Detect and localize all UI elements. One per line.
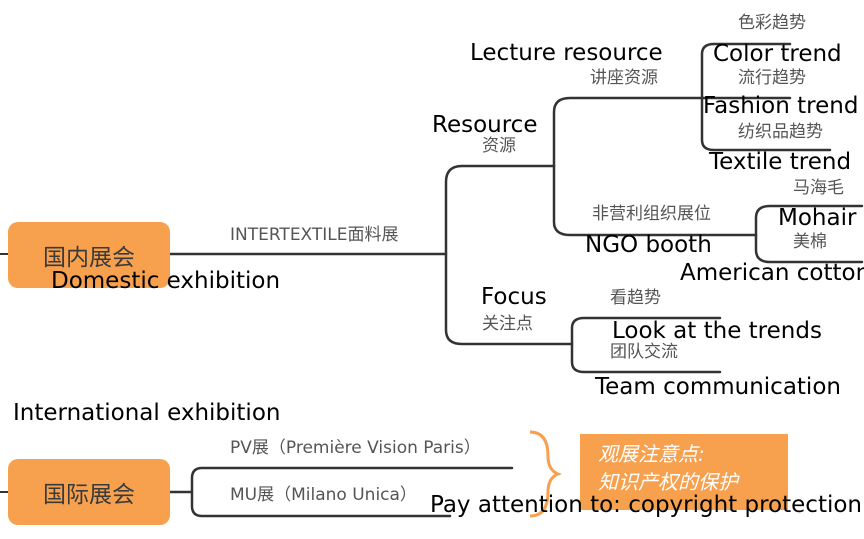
connector-ngo-leaves xyxy=(754,204,864,264)
callout-line-1: 观展注意点: xyxy=(598,442,705,466)
callout-translation: Pay attention to: copyright protection xyxy=(430,492,863,518)
branch-label-intertextile: INTERTEXTILE面料展 xyxy=(230,225,399,245)
connector-lecture-ngo xyxy=(552,96,758,237)
root-node-international: 国际展会 xyxy=(8,459,170,525)
connector-root2 xyxy=(168,466,514,518)
leaf-textile-trend-zh: 纺织品趋势 xyxy=(738,122,823,142)
branch-mu: MU展（Milano Unica） xyxy=(230,485,417,505)
leaf-team-zh: 团队交流 xyxy=(610,342,678,362)
callout-line-2: 知识产权的保护 xyxy=(598,470,738,494)
lecture-node-zh: 讲座资源 xyxy=(590,68,658,88)
resource-node-zh: 资源 xyxy=(482,136,516,156)
lecture-node-label: Lecture resource xyxy=(470,40,663,66)
callout-box: 观展注意点: 知识产权的保护 xyxy=(580,434,788,510)
root-node-international-translation: International exhibition xyxy=(13,400,281,426)
leaf-mohair-zh: 马海毛 xyxy=(793,178,844,198)
leaf-team-en: Team communication xyxy=(595,374,841,400)
root-node-domestic-label: 国内展会 xyxy=(43,245,135,271)
ngo-node-label: NGO booth xyxy=(585,232,712,258)
leaf-fashion-trend-zh: 流行趋势 xyxy=(738,68,806,88)
branch-pv: PV展（Première Vision Paris） xyxy=(230,438,481,458)
connector-lecture-leaves xyxy=(700,42,832,152)
connector-resource-focus xyxy=(444,164,574,346)
resource-node-label: Resource xyxy=(432,112,538,138)
leaf-american-cotton-zh: 美棉 xyxy=(793,232,827,252)
focus-node-label: Focus xyxy=(481,284,547,310)
ngo-node-zh: 非营利组织展位 xyxy=(592,204,711,224)
leaf-color-trend-en: Color trend xyxy=(713,41,842,67)
leaf-trends-en: Look at the trends xyxy=(612,318,822,344)
leaf-trends-zh: 看趋势 xyxy=(610,288,661,308)
root-node-domestic: 国内展会 xyxy=(8,222,170,288)
root-node-international-label: 国际展会 xyxy=(43,482,135,508)
leaf-color-trend-zh: 色彩趋势 xyxy=(738,13,806,33)
connector-focus-leaves xyxy=(570,316,722,374)
leaf-textile-trend-en: Textile trend xyxy=(709,149,852,175)
root-node-domestic-translation: Domestic exhibition xyxy=(51,268,281,294)
leaf-american-cotton-en: American cotton xyxy=(680,260,864,286)
leaf-fashion-trend-en: Fashion trend xyxy=(703,93,859,119)
focus-node-zh: 关注点 xyxy=(482,314,533,334)
orange-bracket xyxy=(529,430,563,518)
leaf-mohair-en: Mohair xyxy=(778,205,857,231)
